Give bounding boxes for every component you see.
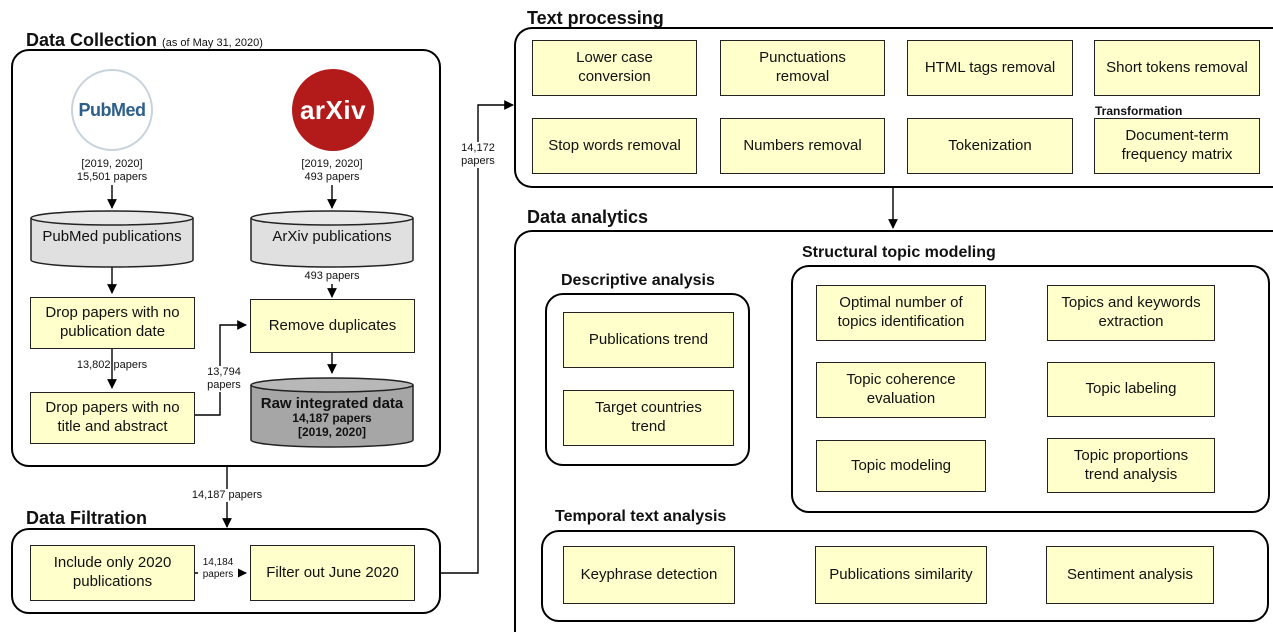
- numbers-removal-box: Numbers removal: [720, 118, 885, 174]
- pubmed-logo-text: PubMed: [78, 99, 147, 120]
- include-output-label: 14,184 papers: [198, 557, 238, 581]
- data-filtration-title: Data Filtration: [26, 508, 148, 528]
- arxiv-db-cylinder: [250, 210, 414, 268]
- stop-words-box: Stop words removal: [532, 118, 697, 174]
- drop-no-abstract-box: Drop papers with no title and abstract: [30, 392, 195, 444]
- data-collection-note: (as of May 31, 2020): [162, 37, 263, 49]
- lowercase-box: Lower case conversion: [532, 40, 697, 96]
- keyphrase-box: Keyphrase detection: [563, 546, 735, 604]
- pubmed-db-cylinder: [30, 210, 194, 268]
- data-collection-panel: [11, 49, 441, 467]
- pubmed-count-label: 15,501 papers: [76, 171, 148, 183]
- publications-trend-box: Publications trend: [563, 312, 734, 368]
- data-analytics-title: Data analytics: [527, 207, 649, 227]
- pubmed-logo: PubMed: [71, 69, 153, 151]
- raw-data-title: Raw integrated data: [260, 395, 404, 412]
- tokenization-box: Tokenization: [907, 118, 1073, 174]
- optimal-topics-box: Optimal number of topics identification: [816, 285, 986, 341]
- raw-data-range: [2019, 2020]: [297, 425, 367, 440]
- pubmed-db-label: PubMed publications: [42, 228, 182, 245]
- temporal-title: Temporal text analysis: [555, 508, 727, 525]
- arxiv-db-label: ArXiv publications: [272, 228, 392, 245]
- pubmed-range-label: [2019, 2020]: [81, 158, 143, 170]
- arxiv-logo-text: arXiv: [299, 94, 367, 125]
- text-processing-title: Text processing: [527, 8, 664, 28]
- topic-modeling-box: Topic modeling: [816, 440, 986, 492]
- remove-duplicates-box: Remove duplicates: [250, 299, 415, 353]
- sentiment-box: Sentiment analysis: [1046, 546, 1214, 604]
- topic-proportions-box: Topic proportions trend analysis: [1047, 438, 1215, 493]
- topic-labeling-box: Topic labeling: [1047, 362, 1215, 417]
- collection-output-label: 14,187 papers: [180, 489, 274, 503]
- raw-data-label: Raw integrated data 14,187 papers [2019,…: [251, 395, 413, 440]
- target-countries-box: Target countries trend: [563, 390, 734, 446]
- arxiv-logo: arXiv: [292, 69, 374, 151]
- descriptive-title: Descriptive analysis: [561, 272, 715, 289]
- data-filtration-panel: [11, 528, 441, 614]
- arrow-filtration-to-text-processing: [441, 100, 514, 574]
- stm-title: Structural topic modeling: [802, 244, 996, 261]
- arxiv-count-label: 493 papers: [304, 171, 360, 183]
- raw-data-count: 14,187 papers: [292, 411, 372, 426]
- publications-similarity-box: Publications similarity: [815, 546, 987, 604]
- filter-june-box: Filter out June 2020: [250, 545, 415, 601]
- topics-keywords-box: Topics and keywords extraction: [1047, 285, 1215, 341]
- drop-date-output-label: 13,802 papers: [76, 359, 148, 371]
- filtration-output-label: 14,172 papers: [452, 142, 504, 169]
- raw-data-cylinder: [250, 377, 414, 448]
- include-2020-box: Include only 2020 publications: [30, 545, 195, 601]
- transformation-label: Transformation: [1095, 104, 1183, 118]
- html-tags-box: HTML tags removal: [907, 40, 1073, 96]
- topic-coherence-box: Topic coherence evaluation: [816, 362, 986, 418]
- drop-no-date-box: Drop papers with no publication date: [30, 297, 195, 349]
- data-collection-heading: Data Collection: [26, 30, 158, 50]
- short-tokens-box: Short tokens removal: [1094, 40, 1260, 96]
- drop-abstract-output-label: 13,794 papers: [199, 366, 249, 393]
- data-collection-title: Data Collection (as of May 31, 2020): [26, 30, 263, 51]
- dtm-box: Document-term frequency matrix: [1094, 118, 1260, 174]
- arxiv-range-label: [2019, 2020]: [301, 158, 363, 170]
- punctuation-box: Punctuations removal: [720, 40, 885, 96]
- arxiv-db-output-label: 493 papers: [304, 270, 360, 282]
